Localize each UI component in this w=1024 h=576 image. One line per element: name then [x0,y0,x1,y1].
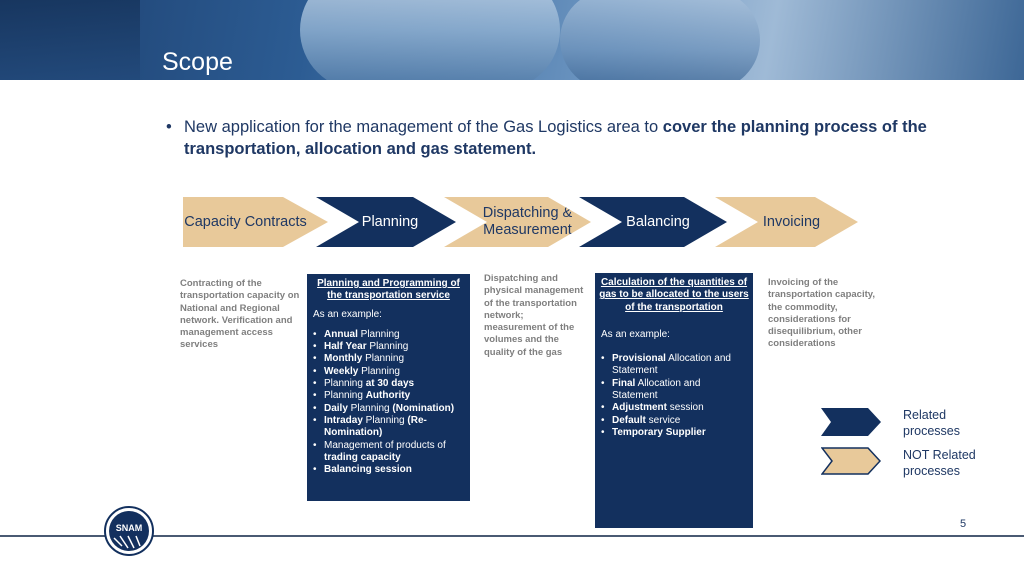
process-flow: Capacity Contracts Planning Dispatching … [183,197,863,247]
planning-detail-box: Planning and Programming of the transpor… [307,274,470,501]
banner-pipe-shape [300,0,560,80]
intro-bullet: • New application for the management of … [166,116,976,160]
header-banner [0,0,1024,80]
banner-pipe-shape [0,0,140,80]
list-item: Annual Planning [313,329,464,342]
list-item: Intraday Planning (Re-Nomination) [313,415,464,440]
list-item: Balancing session [313,464,464,477]
legend-not-related-label: NOT Related processes [903,448,976,478]
process-step-label: Planning [361,213,419,230]
planning-box-list: Annual Planning Half Year Planning Month… [307,329,470,477]
list-item: Daily Planning (Nomination) [313,403,464,416]
list-item: Final Allocation and Statement [601,378,747,403]
invoicing-description: Invoicing of the transportation capacity… [768,277,875,350]
list-item: Monthly Planning [313,353,464,366]
planning-box-header: Planning and Programming of the transpor… [317,278,460,302]
process-step-label: Capacity Contracts [184,213,307,230]
balancing-box-header: Calculation of the quantities of gas to … [599,277,749,313]
process-step-label: Invoicing [762,213,821,230]
balancing-box-example: As an example: [601,328,670,340]
process-step-dispatching-measurement: Dispatching & Measurement [444,197,591,247]
page-title: Scope [162,48,233,76]
snam-logo: SNAM [104,506,154,556]
process-step-capacity-contracts: Capacity Contracts [183,197,328,247]
related-legend-arrow-icon [821,408,881,436]
legend-related-label: Related processes [903,408,960,438]
list-item: Default service [601,415,747,428]
logo-text: SNAM [116,523,143,533]
dispatching-description: Dispatching and physical management of t… [484,273,584,358]
intro-bullet-text: New application for the management of th… [184,116,976,160]
intro-text-bold: cover the planning process of the transp… [184,118,927,158]
list-item: Provisional Allocation and Statement [601,353,747,378]
banner-pipe-shape [560,0,760,80]
footer-divider [0,535,1024,537]
process-step-label: Dispatching & Measurement [482,205,573,238]
process-step-balancing: Balancing [579,197,727,247]
process-step-invoicing: Invoicing [715,197,858,247]
list-item: Temporary Supplier [601,427,747,440]
process-step-label: Balancing [626,213,690,230]
page-number: 5 [960,518,967,530]
bullet-dot-icon: • [166,118,172,136]
planning-box-example: As an example: [313,308,382,320]
process-step-planning: Planning [316,197,456,247]
list-item: Planning Authority [313,390,464,403]
list-item: Adjustment session [601,402,747,415]
intro-text-plain: New application for the management of th… [184,118,663,136]
list-item: Planning at 30 days [313,378,464,391]
balancing-box-list: Provisional Allocation and Statement Fin… [595,353,753,439]
capacity-description: Contracting of the transportation capaci… [180,278,300,351]
balancing-detail-box: Calculation of the quantities of gas to … [595,273,753,528]
list-item: Half Year Planning [313,341,464,354]
list-item: Management of products of trading capaci… [313,440,464,465]
not-related-legend-arrow-icon [821,447,881,475]
list-item: Weekly Planning [313,366,464,379]
